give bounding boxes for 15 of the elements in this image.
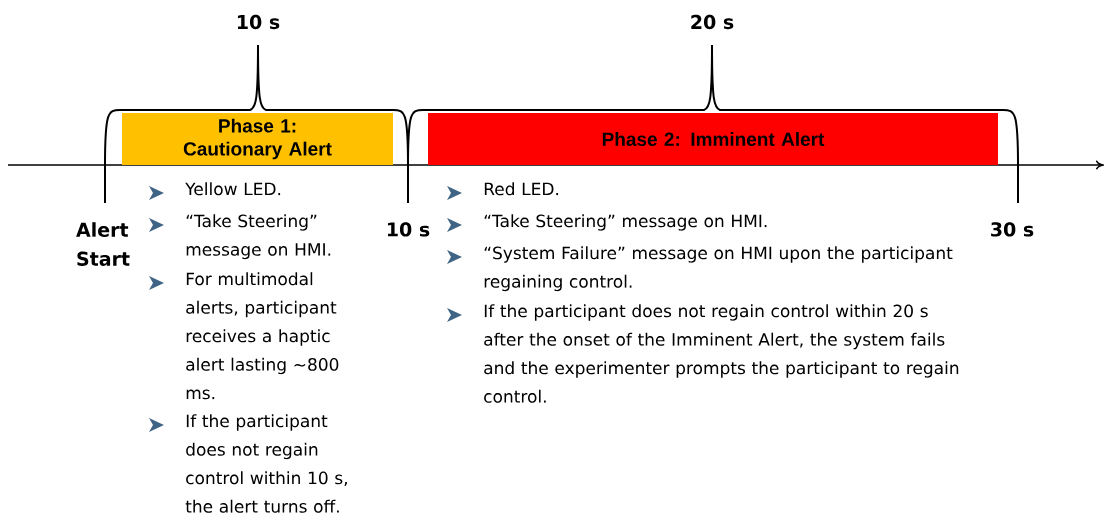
bullet-text: “Take Steering” message on HMI. <box>186 214 331 260</box>
bullet-text: “Take Steering” message on HMI. <box>484 214 767 231</box>
bullet-text: Red LED. <box>484 182 559 196</box>
bullet-text: “System Failure” message on HMI upon the participant regaining control. <box>484 246 953 292</box>
bullet-text: If the participant does not regain control within 10 s, the alert turns off. <box>185 414 347 513</box>
time-label: 30 s <box>991 222 1034 237</box>
time-label: Alert Start <box>76 222 130 266</box>
duration-label: 10 s <box>237 14 280 30</box>
bullet-text: If the participant does not regain control within 20 s after the onset of the Imminent Alert, the system fails and the experimenter prompts the participant to regain control. <box>484 304 959 403</box>
bullet-text: Yellow LED. <box>185 182 281 196</box>
time-label: 10 s <box>387 222 430 237</box>
phase-bar: Phase 1: Cautionary Alert <box>122 113 393 165</box>
bullet-text: For multimodal alerts, participant receives a haptic alert lasting ~800 ms. <box>186 272 339 400</box>
phase-bar: Phase 2: Imminent Alert <box>428 113 998 165</box>
duration-label: 20 s <box>691 14 734 30</box>
